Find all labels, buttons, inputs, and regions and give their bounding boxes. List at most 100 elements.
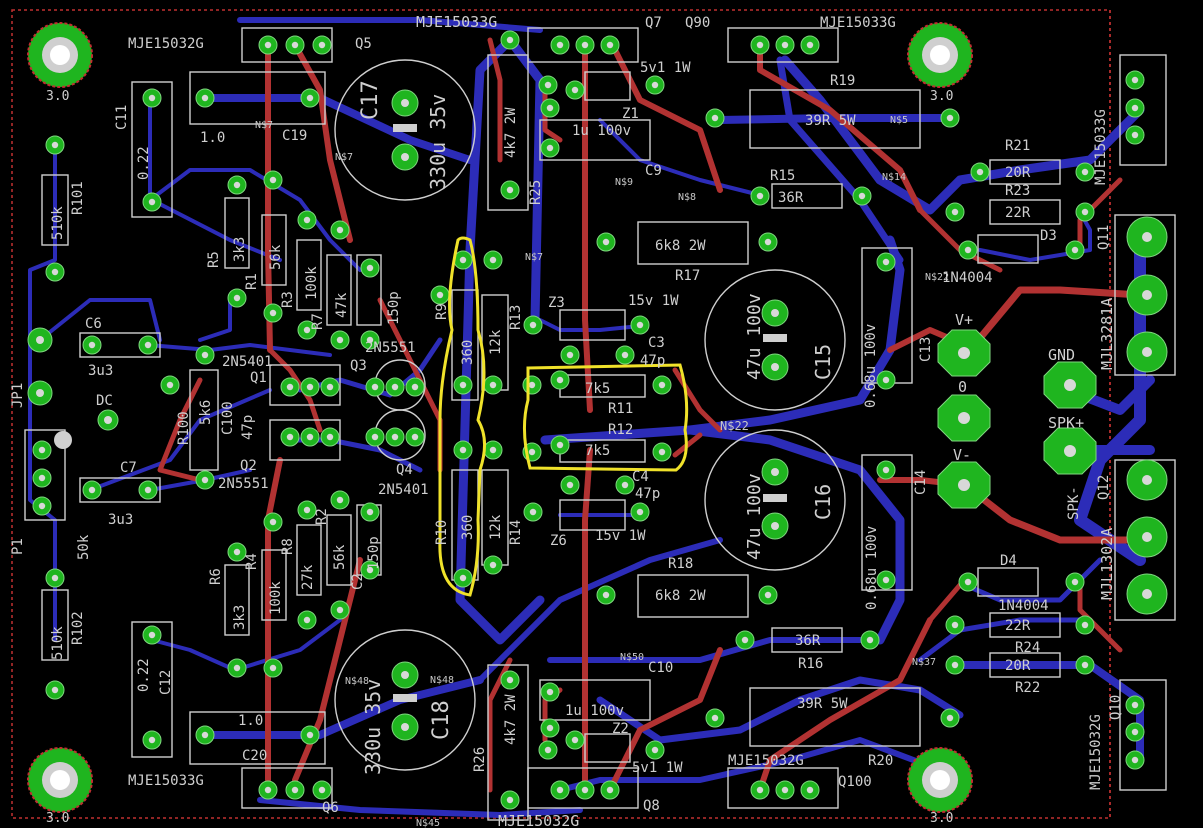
label-c11-ref: C11 xyxy=(114,105,130,130)
label-q1-part: 2N5401 xyxy=(222,354,273,370)
drill-hole xyxy=(148,631,156,639)
label-r101-ref: R101 xyxy=(70,181,86,215)
label-q11-ref: Q11 xyxy=(1096,225,1112,250)
label-r26-val: 4k7 2W xyxy=(503,694,519,745)
drill-hole xyxy=(286,433,294,441)
drill-hole xyxy=(144,486,152,494)
drill-hole xyxy=(756,786,764,794)
drill-hole xyxy=(201,351,209,359)
label-r2-val: 56k xyxy=(332,544,348,570)
drill-hole xyxy=(1131,728,1139,736)
label-vplus: V+ xyxy=(955,311,973,329)
label-r5-val: 3k3 xyxy=(232,237,248,262)
label-q90-ref: Q90 xyxy=(685,15,710,31)
label-q90-part: MJE15033G xyxy=(820,15,896,31)
drill-hole xyxy=(946,714,954,722)
label-r4-val: 100k xyxy=(268,581,284,615)
drill-hole xyxy=(602,238,610,246)
label-r24-ref: R24 xyxy=(1015,640,1040,656)
label-r4-ref: R4 xyxy=(244,553,260,570)
drill-hole xyxy=(636,321,644,329)
drill-hole xyxy=(459,574,467,582)
drill-hole xyxy=(529,508,537,516)
label-q12-ref: Q12 xyxy=(1096,475,1112,500)
drill-hole xyxy=(459,446,467,454)
label-c12-val: 0.22 xyxy=(136,658,152,692)
drill-hole xyxy=(411,433,419,441)
label-d3r-ref: D3 xyxy=(1040,228,1057,244)
drill-hole xyxy=(1131,76,1139,84)
label-z1-val: 5v1 1W xyxy=(640,60,691,76)
label-r25-ref: R25 xyxy=(528,180,544,205)
label-q8-part: MJE15032G xyxy=(498,812,579,828)
drill-hole xyxy=(606,786,614,794)
drill-hole xyxy=(1081,208,1089,216)
drill-hole xyxy=(546,688,554,696)
label-r100-val: 5k6 xyxy=(198,400,214,425)
drill-hole xyxy=(1071,246,1079,254)
label-c2-val: 150p xyxy=(366,536,382,570)
drill-hole xyxy=(144,341,152,349)
label-c17-val: 330u 35v xyxy=(426,94,450,190)
label-d4-val: 1N4004 xyxy=(998,598,1049,614)
label-r14-val: 12k xyxy=(488,514,504,540)
label-r5-ref: R5 xyxy=(206,251,222,268)
drill-hole xyxy=(528,448,536,456)
label-r9-ref: R9 xyxy=(434,303,450,320)
drill-hole xyxy=(506,676,514,684)
label-q7-part: MJE15033G xyxy=(416,13,497,31)
label-c3-val: 47p xyxy=(640,353,665,369)
drill-hole xyxy=(233,294,241,302)
drill-hole xyxy=(556,41,564,49)
label-hole-br: 3.0 xyxy=(930,811,953,826)
label-z2-ref: Z2 xyxy=(612,721,629,737)
net-label: N$50 xyxy=(620,652,644,663)
drill-hole xyxy=(233,664,241,672)
drill-hole xyxy=(976,168,984,176)
label-r9-val: 360 xyxy=(460,340,476,365)
drill-hole xyxy=(38,502,46,510)
label-c13-ref: C13 xyxy=(918,337,934,362)
net-labels: N$7 N$7 N$7 N$8 N$9 N$5 N$14 N$22 N$22 N… xyxy=(255,115,949,828)
label-d3r-val: 1N4004 xyxy=(942,270,993,286)
drill-hole xyxy=(556,786,564,794)
label-r14-ref: R14 xyxy=(508,520,524,545)
drill-hole xyxy=(882,466,890,474)
label-zero: 0 xyxy=(958,378,967,396)
drill-hole xyxy=(658,381,666,389)
label-c18-ref: C18 xyxy=(429,700,454,740)
drill-hole xyxy=(51,268,59,276)
label-r11-val: 7k5 xyxy=(585,381,610,397)
label-p1-ref: P1 xyxy=(10,538,26,555)
label-q10-part: MJE15032G xyxy=(1088,714,1104,790)
net-label: N$48 xyxy=(345,676,369,687)
label-gnd: GND xyxy=(1048,346,1075,364)
drill-hole xyxy=(371,383,379,391)
drill-hole xyxy=(303,506,311,514)
label-q4-ref: Q4 xyxy=(396,462,413,478)
drill-hole xyxy=(366,508,374,516)
drill-hole xyxy=(571,86,579,94)
drill-hole xyxy=(318,786,326,794)
drill-hole xyxy=(506,36,514,44)
label-q2-part: 2N5551 xyxy=(218,476,269,492)
label-z6-ref: Z6 xyxy=(550,533,567,549)
drill-hole xyxy=(88,486,96,494)
drill-hole xyxy=(436,291,444,299)
drill-hole xyxy=(38,446,46,454)
drill-hole xyxy=(306,94,314,102)
drill-hole xyxy=(556,441,564,449)
label-c12-ref: C12 xyxy=(158,670,174,695)
drill-hole xyxy=(148,198,156,206)
drill-hole xyxy=(546,104,554,112)
drill-hole xyxy=(1081,621,1089,629)
label-r16-val: 36R xyxy=(795,633,821,649)
label-r15-val: 36R xyxy=(778,190,804,206)
label-r7-val: 47k xyxy=(334,292,350,318)
label-r8-ref: R8 xyxy=(280,538,296,555)
electrolytic-pads xyxy=(391,89,789,741)
net-label: N$45 xyxy=(416,818,440,828)
label-q4-part: 2N5401 xyxy=(378,482,429,498)
label-r24-val: 22R xyxy=(1005,618,1031,634)
drill-hole xyxy=(866,636,874,644)
